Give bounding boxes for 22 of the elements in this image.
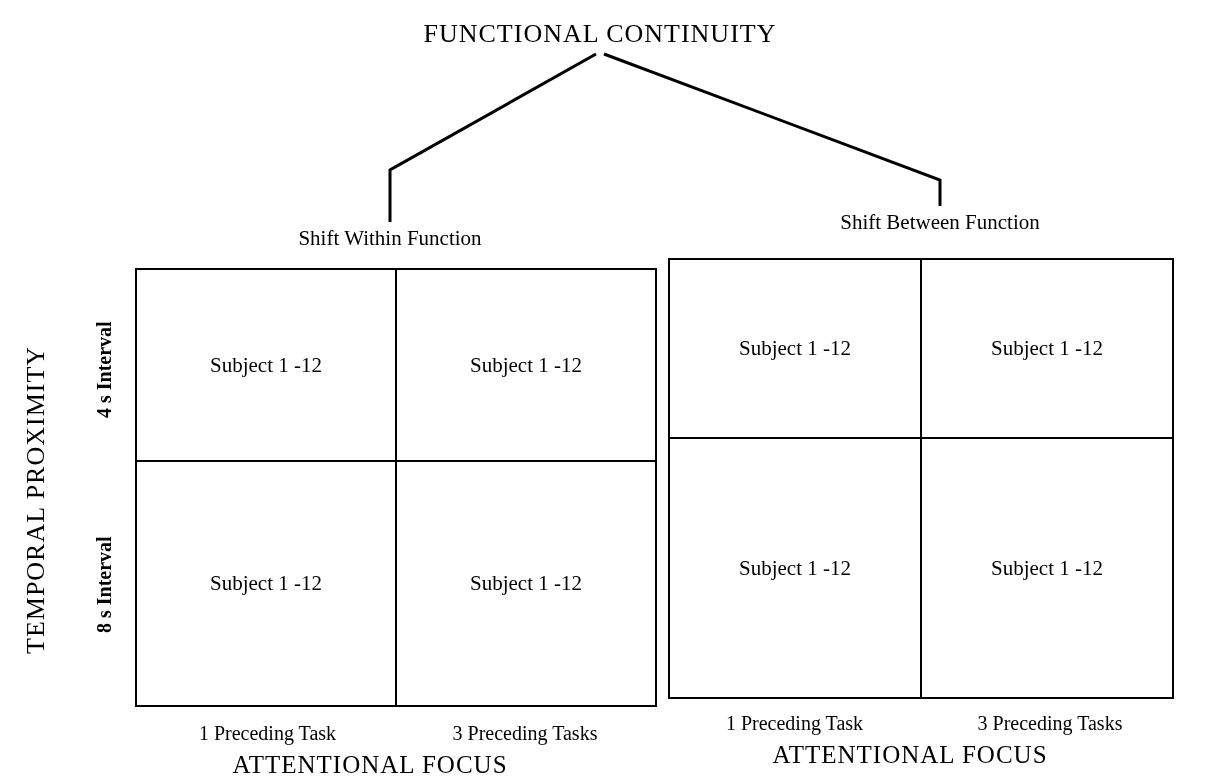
column-label: 3 Preceding Tasks <box>976 710 1124 737</box>
axis-title: ATTENTIONAL FOCUS <box>771 740 1049 770</box>
column-label: 1 Preceding Task <box>197 720 338 747</box>
column-label: 1 Preceding Task <box>724 710 865 737</box>
column-label: 3 Preceding Tasks <box>451 720 599 747</box>
table-cell: Subject 1 -12 <box>920 437 1174 699</box>
row-label: 4 s Interval <box>91 320 116 421</box>
table-cell: Subject 1 -12 <box>395 268 657 462</box>
branch-label: Shift Between Function <box>790 206 1090 238</box>
axis-title: TEMPORAL PROXIMITY <box>20 344 51 657</box>
row-label: 8 s Interval <box>91 535 116 636</box>
table-cell: Subject 1 -12 <box>395 460 657 707</box>
table-cell: Subject 1 -12 <box>135 460 397 707</box>
branch-label: Shift Within Function <box>240 222 540 254</box>
table-cell: Subject 1 -12 <box>668 258 922 439</box>
table-cell: Subject 1 -12 <box>668 437 922 699</box>
table-cell: Subject 1 -12 <box>920 258 1174 439</box>
table-cell: Subject 1 -12 <box>135 268 397 462</box>
connector-line <box>388 52 597 222</box>
axis-title: ATTENTIONAL FOCUS <box>231 750 509 780</box>
heading-text: FUNCTIONAL CONTINUITY <box>380 14 820 54</box>
connector-line <box>603 52 942 206</box>
